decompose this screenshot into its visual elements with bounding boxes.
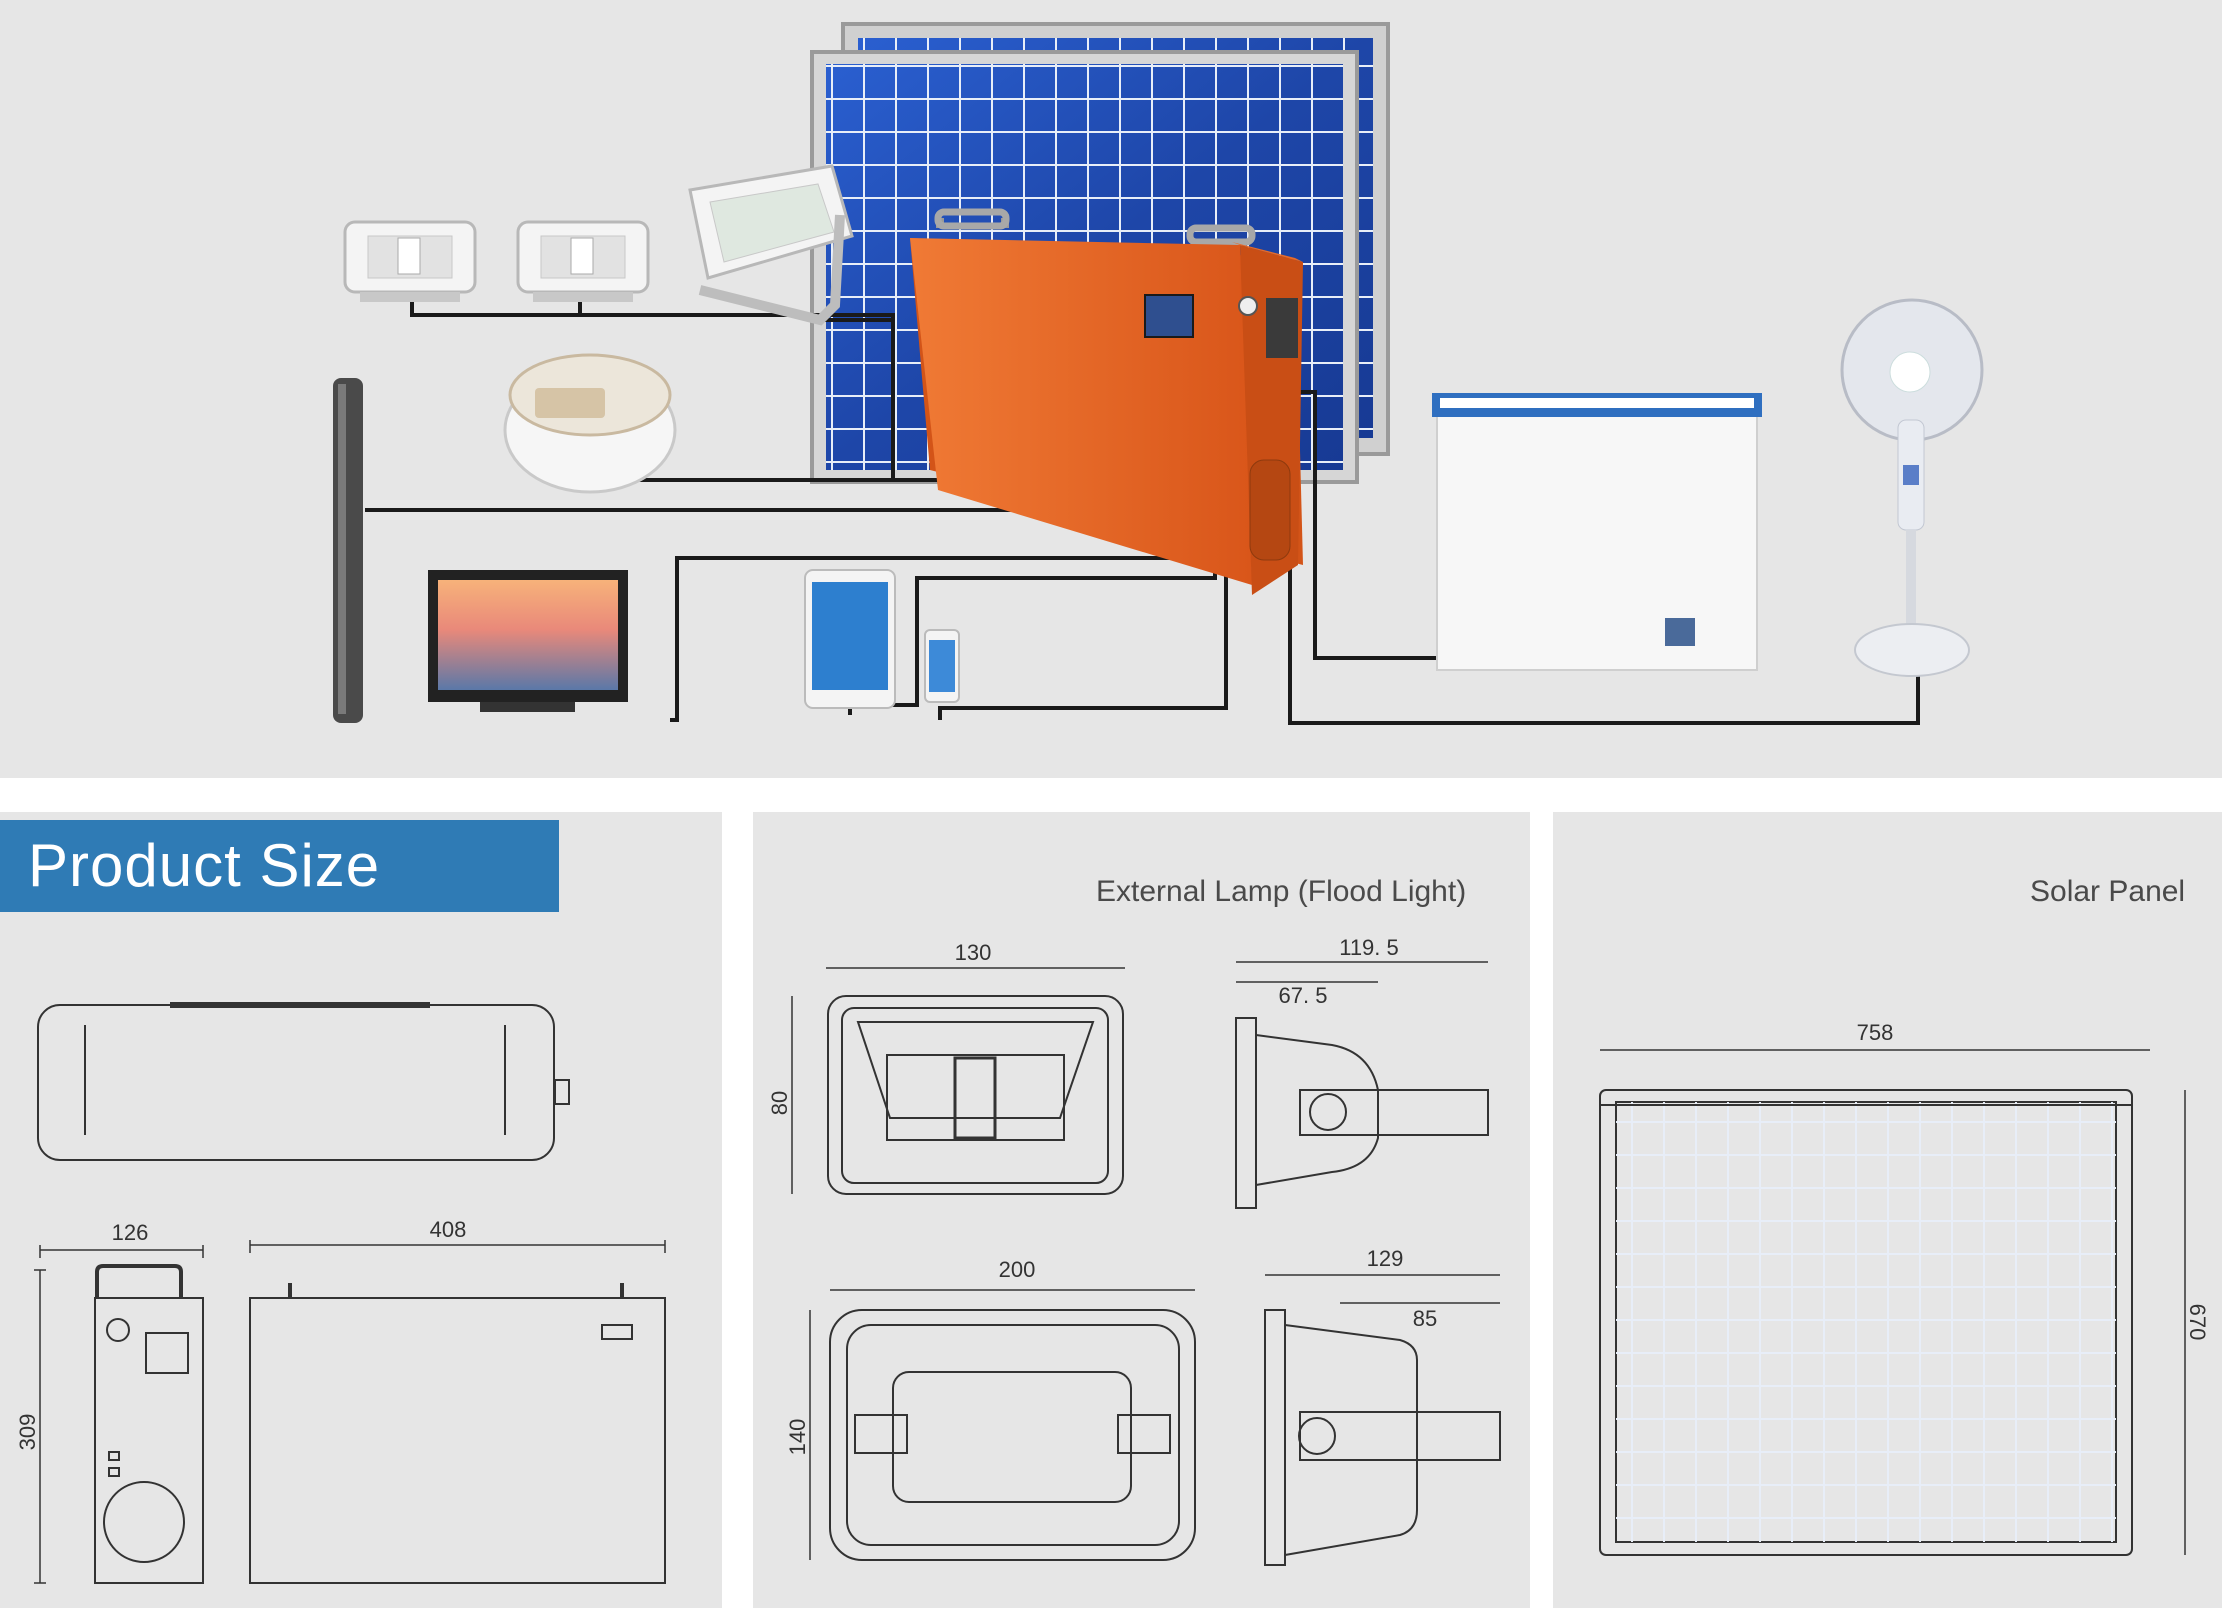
dim-main-box-height: 309 xyxy=(15,1414,40,1451)
dim-lamp-large-height: 140 xyxy=(785,1419,810,1456)
chest-freezer xyxy=(1432,393,1762,671)
dim-lamp-small-height: 80 xyxy=(767,1091,792,1115)
tablet xyxy=(804,569,896,709)
battery-power-box xyxy=(910,208,1303,595)
main-box-dimension-lines xyxy=(34,1240,666,1584)
rice-cooker xyxy=(503,353,677,494)
lamp-panel xyxy=(753,812,1530,1608)
main-box-top-view xyxy=(37,1002,570,1161)
dim-lamp-large-side-total: 129 xyxy=(1367,1246,1404,1271)
solar-panel-drawing xyxy=(1599,1089,2133,1556)
standing-fan xyxy=(1840,298,1984,677)
product-size-panel xyxy=(0,812,722,1608)
smartphone xyxy=(924,629,960,703)
flood-light-3 xyxy=(688,164,854,326)
dim-lamp-small-side-total: 119. 5 xyxy=(1339,935,1399,960)
main-box-front-view xyxy=(249,1283,666,1584)
lamp-small-side-view xyxy=(1235,1017,1489,1209)
water-pump xyxy=(333,378,363,723)
product-size-title: Product Size xyxy=(0,820,559,912)
flood-light-2 xyxy=(516,220,650,302)
lamp-dimension-lines xyxy=(791,961,1500,1560)
dim-lamp-small-width: 130 xyxy=(955,940,992,965)
lamp-large-front-view xyxy=(829,1309,1196,1561)
lamp-panel-title: External Lamp (Flood Light) xyxy=(1096,875,1467,908)
dim-lamp-large-width: 200 xyxy=(999,1257,1036,1282)
lamp-small-front-view xyxy=(827,995,1124,1195)
dim-lamp-small-side-inner: 67. 5 xyxy=(1279,983,1328,1008)
dim-solar-width: 758 xyxy=(1857,1020,1894,1045)
dim-main-box-length: 408 xyxy=(430,1217,467,1242)
flood-light-1 xyxy=(343,220,477,302)
dim-solar-height: 670 xyxy=(2185,1304,2210,1341)
dim-main-box-depth: 126 xyxy=(112,1220,149,1245)
main-box-side-view xyxy=(94,1264,204,1584)
solar-dimension-lines xyxy=(1600,1049,2186,1555)
lamp-large-side-view xyxy=(1264,1309,1501,1566)
dim-lamp-large-side-inner: 85 xyxy=(1413,1306,1437,1331)
solar-panel-title: Solar Panel xyxy=(2030,875,2186,908)
television xyxy=(428,570,628,712)
